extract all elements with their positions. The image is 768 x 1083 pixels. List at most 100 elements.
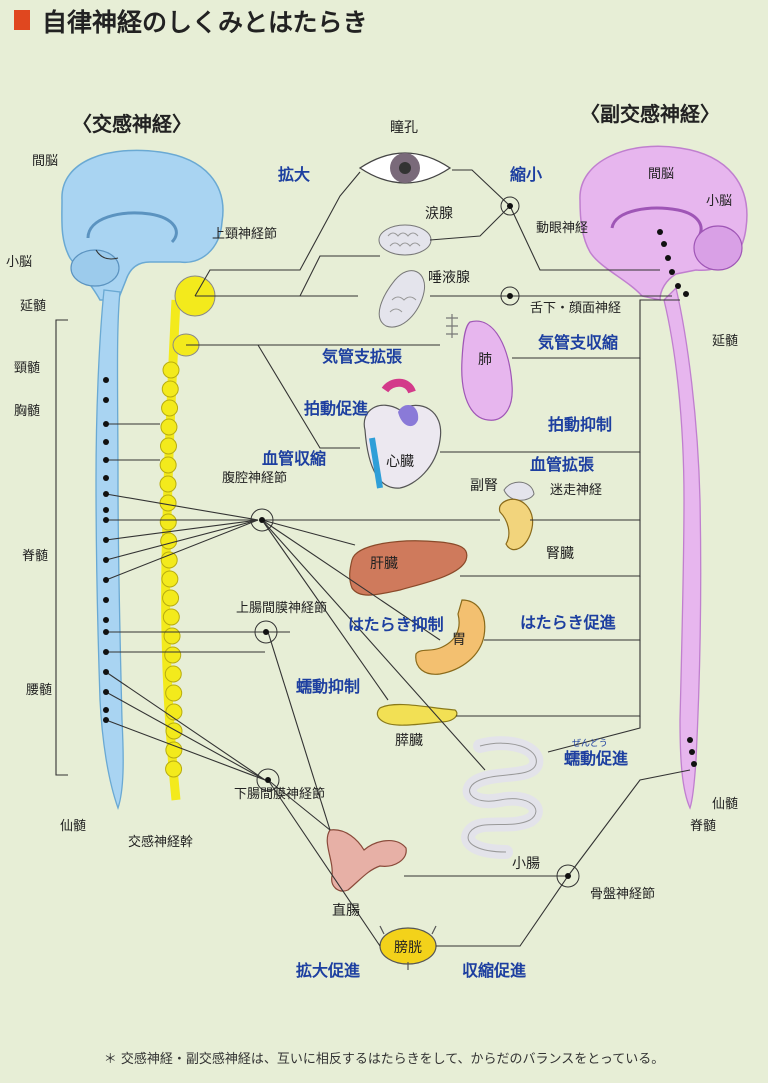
cord-node xyxy=(103,517,109,523)
small-intestine-label: 小腸 xyxy=(512,856,540,872)
chain-ganglion xyxy=(159,475,177,493)
medulla-label: 延髄 xyxy=(20,299,46,314)
stomach-icon xyxy=(415,599,486,675)
cord-node xyxy=(103,507,109,513)
cord-node xyxy=(103,475,109,481)
chain-ganglion xyxy=(162,608,180,626)
cord-node xyxy=(675,283,681,289)
kidney-label: 腎臓 xyxy=(546,546,574,562)
chain-ganglion xyxy=(161,399,179,417)
chain-ganglion xyxy=(159,456,177,474)
cord-node xyxy=(103,707,109,713)
adrenal-label: 副腎 xyxy=(470,478,498,494)
sacral-right-label: 仙髄 xyxy=(712,797,738,812)
liver-label: 肝臓 xyxy=(370,556,398,572)
spinal-right-label: 脊髄 xyxy=(690,819,716,834)
heart-label: 心臓 xyxy=(386,454,414,470)
pupil-label: 瞳孔 xyxy=(390,119,418,136)
inferior-mesenteric-label: 下腸間膜神経節 xyxy=(234,787,325,802)
labels: 間脳 小脳 延髄 頸髄 胸髄 脊髄 腰髄 仙髄 交感神経幹 間脳 小脳 延髄 仙… xyxy=(6,119,738,980)
cord-node xyxy=(103,617,109,623)
bladder-label: 膀胱 xyxy=(394,939,422,956)
sym-work-inhibit: はたらき抑制 xyxy=(348,615,444,634)
cord-node xyxy=(665,255,671,261)
sym-peristalsis-inhibit: 蠕動抑制 xyxy=(296,677,360,696)
cord-node xyxy=(103,717,109,723)
spinal-bracket xyxy=(55,319,68,776)
lung-icon xyxy=(446,314,513,421)
ganglion-nodes xyxy=(250,196,580,888)
cord-node xyxy=(103,457,109,463)
rectum-label: 直腸 xyxy=(332,902,360,919)
adrenal-kidney-icon xyxy=(498,481,535,551)
sympathetic-chain xyxy=(159,275,216,801)
stomach-label: 胃 xyxy=(452,632,466,648)
chain-ganglion xyxy=(163,627,181,645)
cord-node xyxy=(103,669,109,675)
chain-ganglion xyxy=(165,722,183,740)
trunk-label: 交感神経幹 xyxy=(128,834,193,850)
chain-ganglion xyxy=(159,437,177,455)
para-bronchoconstrict: 気管支収縮 xyxy=(538,333,618,352)
right-diencephalon-label: 間脳 xyxy=(648,167,674,182)
rectum-icon xyxy=(326,829,407,892)
chain-ganglion xyxy=(160,532,178,550)
chain-ganglion xyxy=(164,665,182,683)
right-medulla-label: 延髄 xyxy=(712,334,738,349)
cord-node xyxy=(661,241,667,247)
sym-dilate: 拡大 xyxy=(278,165,310,184)
nerve-lines xyxy=(105,169,691,947)
cord-node xyxy=(103,537,109,543)
pancreas-icon xyxy=(376,703,458,726)
cord-node xyxy=(103,689,109,695)
salivary-label: 唾液腺 xyxy=(428,270,470,286)
left-diencephalon-label: 間脳 xyxy=(32,154,58,169)
right-spinal-cord xyxy=(663,286,702,810)
cord-node xyxy=(669,269,675,275)
chain-ganglion xyxy=(161,380,179,398)
left-brain xyxy=(61,149,224,301)
para-contract-promote: 収縮促進 xyxy=(462,961,526,980)
cord-dots xyxy=(103,229,697,767)
cord-node xyxy=(103,557,109,563)
ruby-zendou: ぜんどう xyxy=(572,738,608,749)
sacral-left-label: 仙髄 xyxy=(60,819,86,834)
glossopharyngeal-label: 舌下・顔面神経 xyxy=(530,301,621,316)
vagus-label: 迷走神経 xyxy=(550,483,602,498)
chain-ganglion xyxy=(164,646,182,664)
para-vasodilate: 血管拡張 xyxy=(530,455,595,474)
right-cerebellum-label: 小脳 xyxy=(706,194,732,209)
superior-cervical-label: 上頸神経節 xyxy=(212,227,277,242)
oculomotor-label: 動眼神経 xyxy=(536,221,588,236)
lacrimal-gland-icon xyxy=(378,224,432,256)
chain-ganglion xyxy=(165,684,183,702)
lung-label: 肺 xyxy=(478,352,492,368)
pelvic-label: 骨盤神経節 xyxy=(590,887,655,902)
liver-icon xyxy=(349,540,468,596)
celiac-label: 腹腔神経節 xyxy=(222,470,287,486)
left-cerebellum-label: 小脳 xyxy=(6,255,32,270)
sym-heart-accel: 拍動促進 xyxy=(304,399,368,418)
para-peristalsis-promote: 蠕動促進 xyxy=(564,749,628,768)
cord-node xyxy=(103,491,109,497)
cord-node xyxy=(103,649,109,655)
chain-ganglion xyxy=(159,513,177,531)
sympathetic-heading: 〈交感神経〉 xyxy=(72,112,192,136)
cord-node xyxy=(689,749,695,755)
eye-icon xyxy=(358,152,452,184)
parasympathetic-heading: 〈副交感神経〉 xyxy=(580,102,720,126)
chain-ganglion xyxy=(162,361,180,379)
superior-mesenteric-label: 上腸間膜神経節 xyxy=(236,601,327,616)
sym-dilate-promote: 拡大促進 xyxy=(296,961,360,980)
title-square-icon xyxy=(14,10,30,30)
cord-node xyxy=(103,397,109,403)
bladder-icon xyxy=(379,925,437,970)
right-brain xyxy=(579,145,748,301)
lumbar-label: 腰髄 xyxy=(26,683,52,698)
cervical-label: 頸髄 xyxy=(14,361,40,376)
para-work-promote: はたらき促進 xyxy=(520,613,616,632)
spinal-cord-label: 脊髄 xyxy=(22,549,48,564)
cord-node xyxy=(103,597,109,603)
para-heart-inhibit: 拍動抑制 xyxy=(548,415,612,434)
